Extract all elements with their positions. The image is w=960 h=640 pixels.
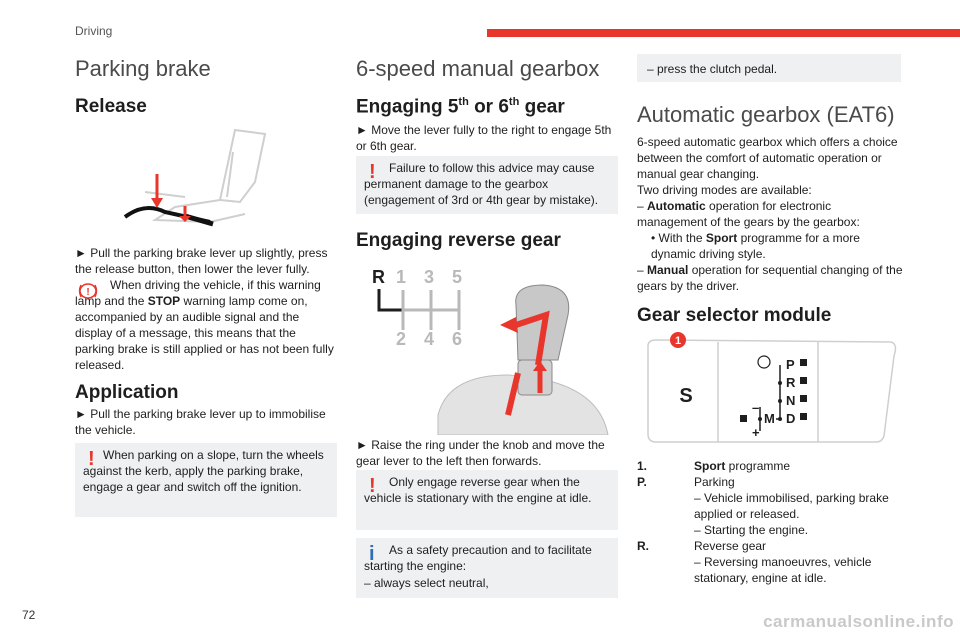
gear-d-label: D: [786, 411, 795, 426]
down-arrow-icon: [151, 198, 163, 208]
gear-selector-module-diagram: 1 S P R N D M – +: [647, 332, 897, 443]
eat6-modes-intro: Two driving modes are available:: [637, 183, 812, 197]
application-instruction: ► Pull the parking brake lever up to imm…: [75, 407, 326, 437]
gear-label-6: 6: [452, 329, 462, 349]
automatic-mode-item: – Automatic operation for electronic man…: [637, 199, 860, 229]
callout-1-marker: [670, 332, 686, 348]
watermark: carmanualsonline.info: [763, 612, 954, 631]
reverse-stationary-text: Only engage reverse gear when the vehicl…: [364, 475, 592, 505]
starting-safety-info-box: i As a safety precaution and to facilita…: [356, 538, 618, 598]
parking-brake-illustration: [123, 128, 267, 227]
starting-safety-text: As a safety precaution and to facilitate…: [364, 543, 592, 573]
svg-text:!: !: [86, 287, 89, 298]
warning-lamp-text: When driving the vehicle, if this warnin…: [75, 278, 334, 372]
page-number: 72: [22, 608, 36, 622]
gear-label-5: 5: [452, 267, 462, 287]
gear-m-label: M: [764, 411, 775, 426]
warning-exclamation-icon: !: [88, 448, 95, 470]
gearbox-damage-warning-box: ! Failure to follow this advice may caus…: [356, 156, 618, 214]
clutch-info-box: – press the clutch pedal.: [637, 54, 901, 82]
release-heading: Release: [75, 96, 147, 117]
section-label: Driving: [75, 24, 113, 38]
reverse-gear-instruction: ► Raise the ring under the knob and move…: [356, 438, 605, 468]
manual-mode-item: – Manual operation for sequential changi…: [637, 263, 903, 293]
gear-p-label: P: [786, 357, 795, 372]
parking-brake-auto-icon: [757, 355, 771, 369]
sport-programme-item: • With the Sport programme for a more dy…: [651, 231, 860, 261]
gear-label-r: R: [372, 267, 385, 287]
gear-label-1: 1: [396, 267, 406, 287]
gear-label-4: 4: [424, 329, 434, 349]
engaging-5-6-instruction: ► Move the lever fully to the right to e…: [356, 123, 612, 153]
gear-label-2: 2: [396, 329, 406, 349]
warning-exclamation-icon: !: [369, 161, 376, 183]
parking-brake-warning-icon: !: [78, 283, 98, 299]
warning-exclamation-icon: !: [369, 475, 376, 497]
sport-button-label: S: [679, 385, 692, 407]
selector-definitions-list: 1. Sport programme P. Parking – Vehicle …: [637, 459, 889, 585]
info-icon: i: [369, 543, 375, 565]
parking-slope-warning-box: ! When parking on a slope, turn the whee…: [75, 443, 337, 517]
manual-plus-label: +: [752, 425, 760, 440]
clutch-pedal-text: – press the clutch pedal.: [647, 62, 778, 76]
svg-text:1: 1: [675, 335, 681, 347]
gear-shift-pattern-diagram: R 1 3 5 2 4 6: [372, 267, 609, 435]
gear-label-3: 3: [424, 267, 434, 287]
parking-brake-title: Parking brake: [75, 56, 211, 81]
manual-gearbox-title: 6-speed manual gearbox: [356, 56, 600, 81]
header-accent-bar: [487, 29, 960, 37]
gearbox-damage-text: Failure to follow this advice may cause …: [364, 161, 599, 207]
release-instruction: ► Pull the parking brake lever up slight…: [75, 246, 328, 276]
gear-n-label: N: [786, 393, 795, 408]
gear-r-label: R: [786, 375, 796, 390]
reverse-stationary-warning-box: ! Only engage reverse gear when the vehi…: [356, 470, 618, 530]
parking-slope-text: When parking on a slope, turn the wheels…: [83, 448, 324, 494]
starting-safety-item: – always select neutral,: [364, 576, 489, 590]
eat6-intro: 6-speed automatic gearbox which offers a…: [637, 135, 898, 181]
application-heading: Application: [75, 382, 179, 403]
eat6-description: 6-speed automatic gearbox which offers a…: [637, 134, 903, 294]
automatic-gearbox-title: Automatic gearbox (EAT6): [637, 102, 895, 127]
manual-minus-label: –: [752, 400, 759, 415]
engaging-5-6-heading: Engaging 5th or 6th gear: [356, 96, 565, 118]
gear-selector-heading: Gear selector module: [637, 305, 832, 326]
reverse-gear-heading: Engaging reverse gear: [356, 230, 561, 251]
